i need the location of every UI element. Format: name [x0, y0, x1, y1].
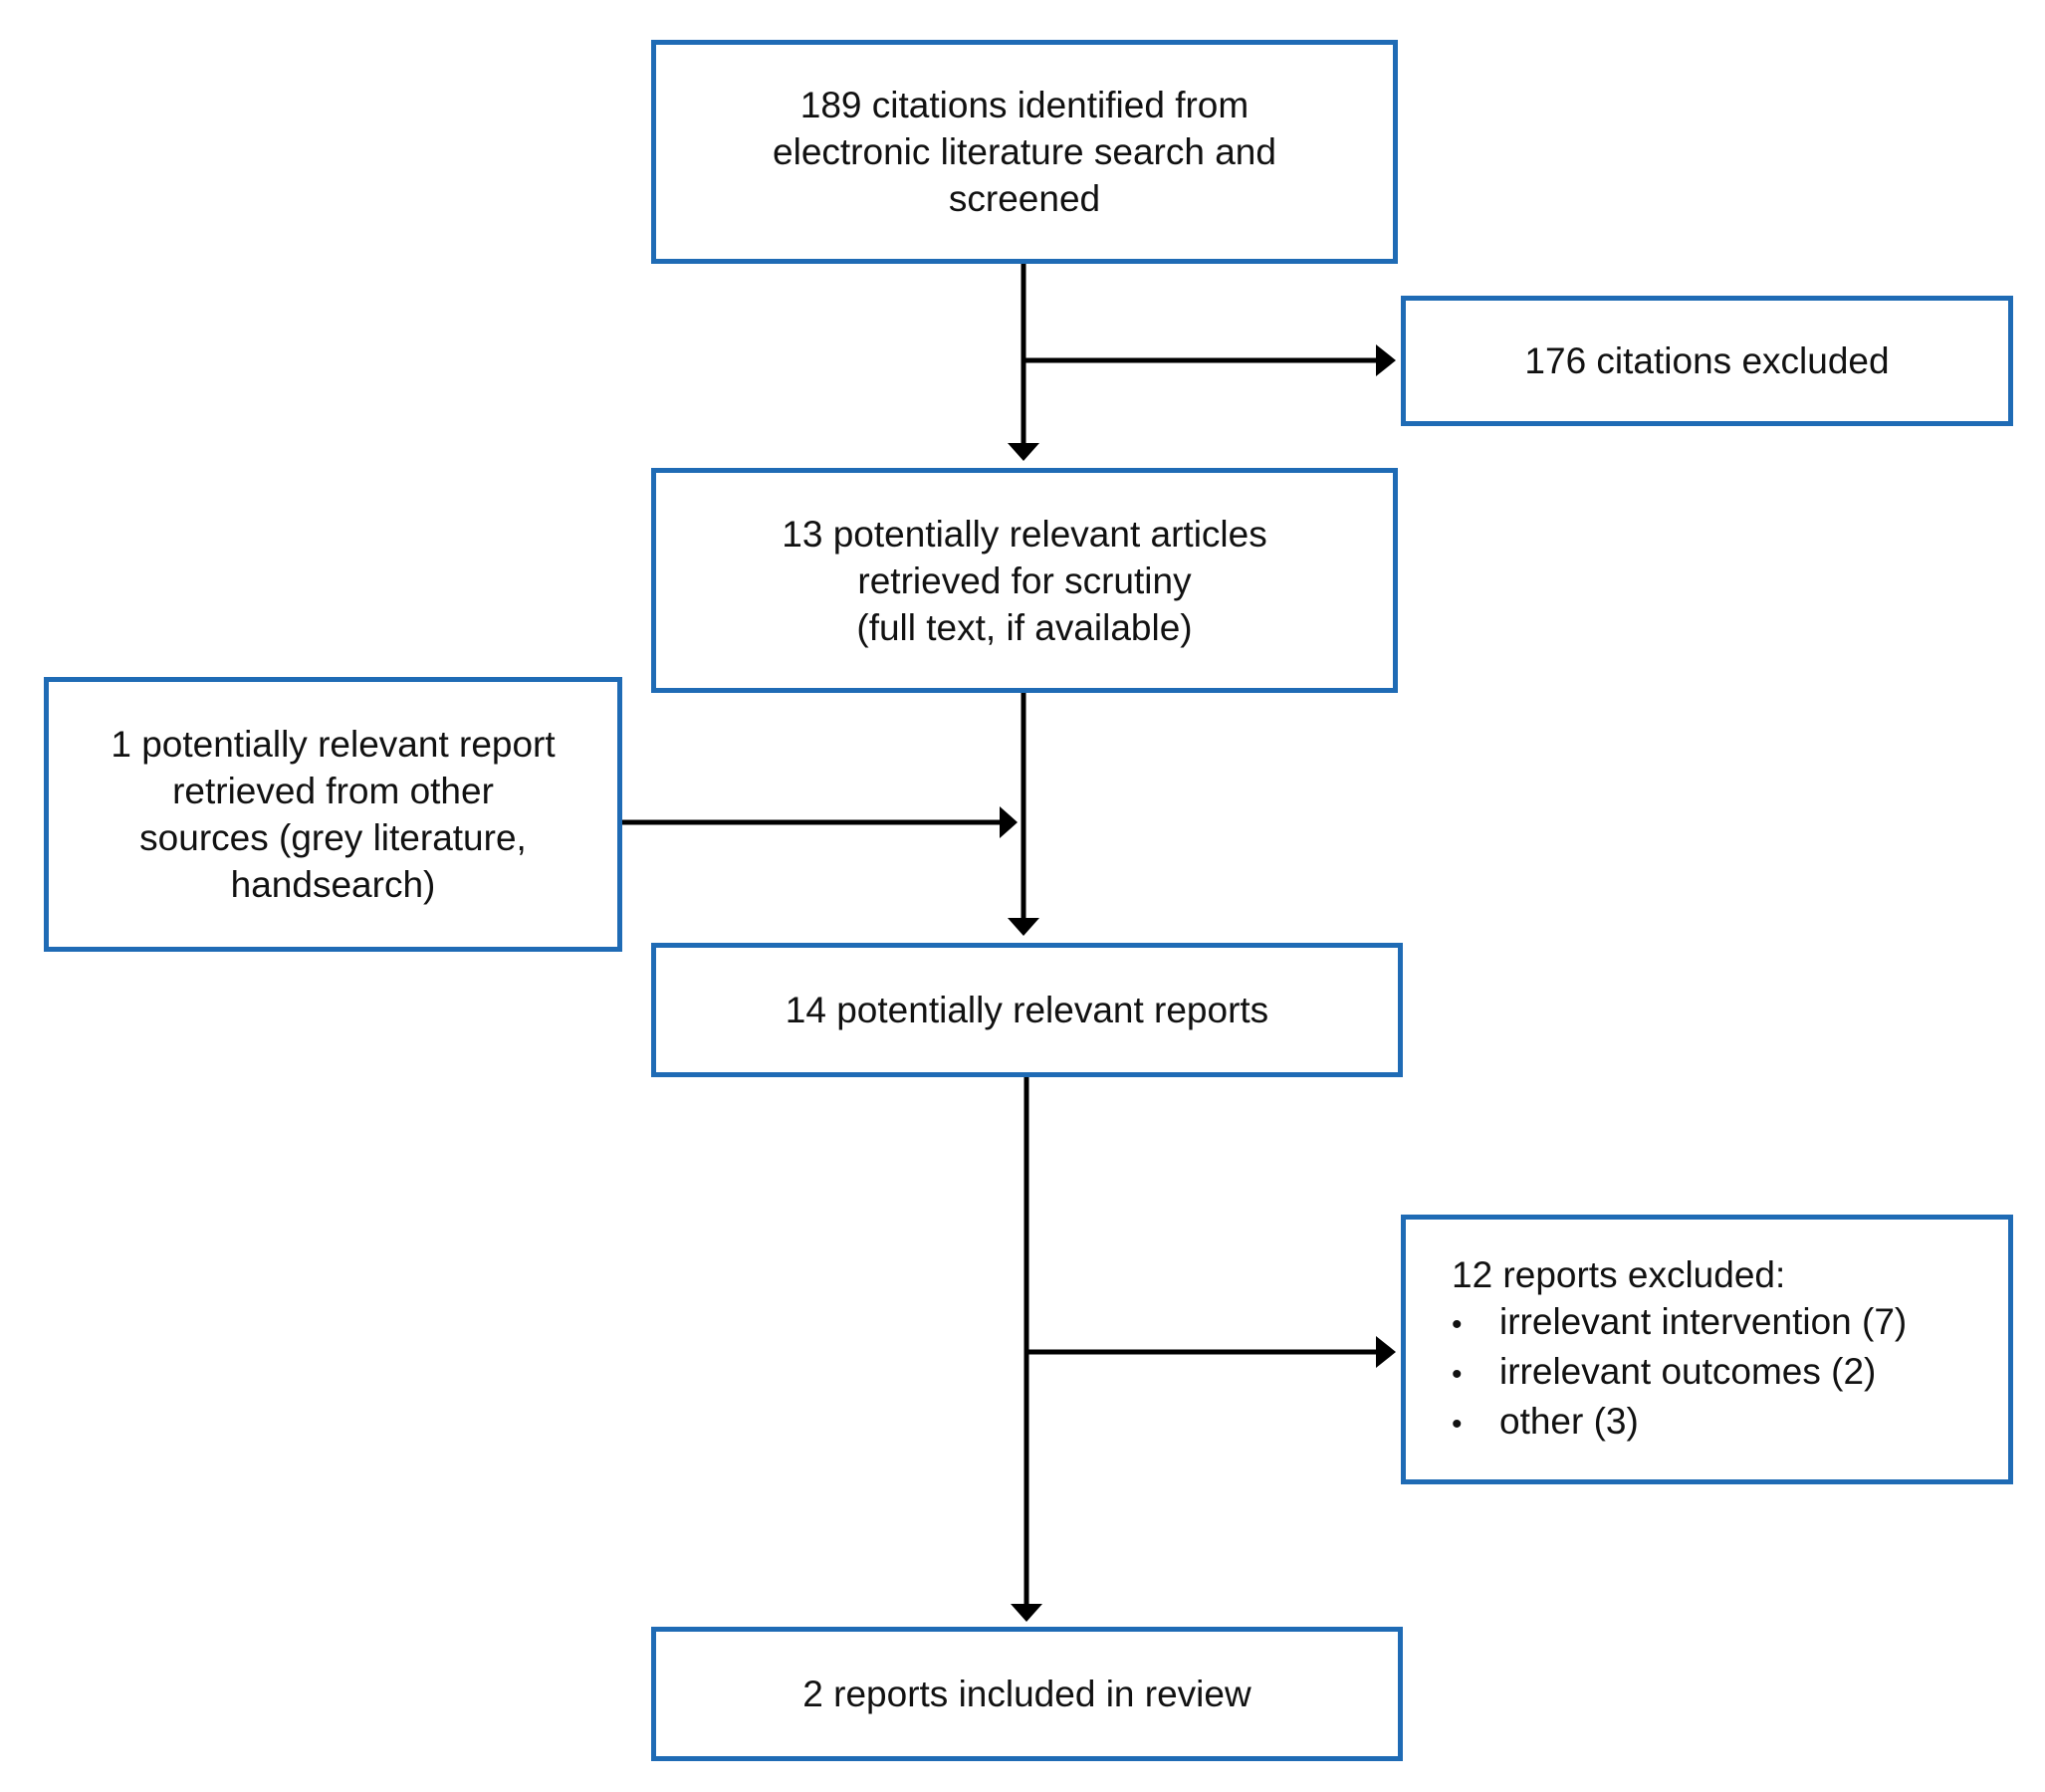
bullet-icon: • [1452, 1408, 1463, 1441]
arrowhead-right-3 [1376, 1336, 1396, 1368]
reason-intervention: irrelevant intervention (7) [1499, 1301, 1908, 1342]
excluded-reasons-list: • irrelevant intervention (7) • irrelevant… [1452, 1298, 1907, 1448]
potentially-relevant-text: 14 potentially relevant reports [785, 990, 1269, 1030]
retrieved-text: 13 potentially relevant articles retriev… [782, 513, 1267, 648]
reason-outcomes: irrelevant outcomes (2) [1499, 1351, 1877, 1392]
arrowhead-right-1 [1376, 344, 1396, 376]
excluded-citations-text: 176 citations excluded [1524, 340, 1890, 381]
reason-other: other (3) [1499, 1401, 1639, 1442]
excluded-reports-content: 12 reports excluded: • irrelevant interve… [1452, 1251, 1907, 1448]
identified-box: 189 citations identified from electronic… [651, 40, 1398, 264]
excluded-reports-heading: 12 reports excluded: [1452, 1254, 1786, 1295]
other-sources-box: 1 potentially relevant report retrieved … [44, 677, 622, 952]
other-sources-text: 1 potentially relevant report retrieved … [111, 724, 556, 905]
bullet-icon: • [1452, 1308, 1463, 1341]
excluded-citations-box: 176 citations excluded [1401, 296, 2013, 426]
potentially-relevant-box: 14 potentially relevant reports [651, 943, 1403, 1077]
arrowhead-down-2 [1008, 918, 1039, 936]
arrowhead-down-3 [1011, 1604, 1042, 1622]
list-item: • other (3) [1452, 1398, 1907, 1448]
arrowhead-right-2 [1000, 806, 1018, 838]
included-text: 2 reports included in review [802, 1674, 1251, 1714]
retrieved-box: 13 potentially relevant articles retriev… [651, 468, 1398, 693]
bullet-icon: • [1452, 1358, 1463, 1391]
included-box: 2 reports included in review [651, 1627, 1403, 1761]
identified-text: 189 citations identified from electronic… [773, 85, 1276, 219]
list-item: • irrelevant outcomes (2) [1452, 1348, 1907, 1398]
excluded-reports-box: 12 reports excluded: • irrelevant interve… [1401, 1215, 2013, 1484]
list-item: • irrelevant intervention (7) [1452, 1298, 1907, 1348]
arrowhead-down-1 [1008, 443, 1039, 461]
